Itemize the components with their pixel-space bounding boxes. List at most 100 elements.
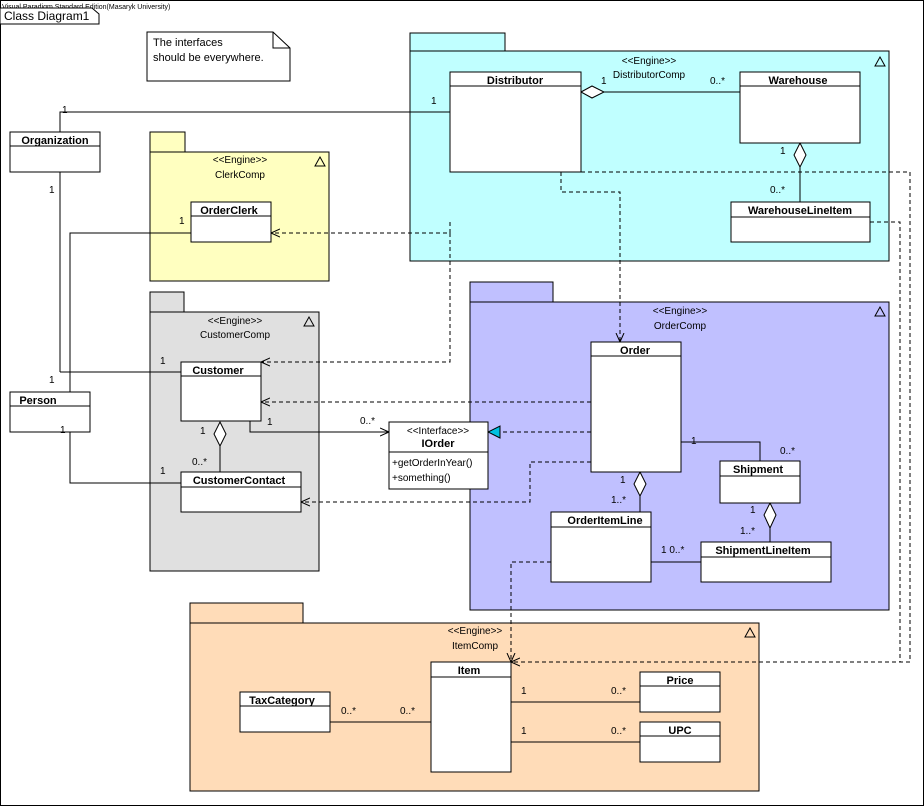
multiplicity: 0..* [780, 446, 795, 457]
customer-package-name: CustomerComp [200, 330, 270, 341]
multiplicity: 1 [601, 76, 607, 87]
dependencies [261, 171, 911, 662]
diamond-icon [633, 470, 647, 498]
package-triangle-icon [874, 55, 886, 67]
item-package-name: ItemComp [452, 641, 499, 652]
dep-order-customercontact[interactable] [301, 461, 591, 502]
class-order-clerk[interactable]: OrderClerk [190, 201, 272, 243]
class-customer[interactable]: Customer [180, 361, 262, 422]
class-price[interactable]: Price [639, 671, 721, 713]
class-name: Person [19, 395, 57, 407]
clerk-package-stereotype: <<Engine>> [213, 155, 268, 166]
note[interactable]: The interfaces should be everywhere. [146, 31, 291, 82]
multiplicity: 0..* [341, 706, 356, 717]
interface-operation: +something() [392, 473, 451, 484]
multiplicity: 1 [49, 375, 55, 386]
class-person[interactable]: Person [9, 391, 91, 433]
multiplicity: 0..* [400, 706, 415, 717]
multiplicity: 1 [179, 216, 185, 227]
multiplicity: 1 [691, 436, 697, 447]
package-clerk-comp[interactable]: <<Engine>> ClerkComp [149, 131, 330, 282]
package-triangle-icon [744, 626, 756, 638]
diagram-tab[interactable] [0, 7, 100, 25]
associations [59, 91, 801, 743]
class-name: Customer [192, 365, 244, 377]
class-customer-contact[interactable]: CustomerContact [180, 471, 302, 513]
dep-distributor-order[interactable] [560, 172, 620, 342]
diamond-icon [763, 501, 777, 530]
distributor-package-name: DistributorComp [613, 70, 686, 81]
package-customer-comp[interactable]: <<Engine>> CustomerComp [149, 291, 320, 572]
multiplicity: 1..* [611, 495, 626, 506]
multiplicity: 1 [620, 475, 626, 486]
class-organization[interactable]: Organization [9, 131, 101, 173]
multiplicity-labels: 1 1 1 1 1 0..* 1 0..* 1 1 1 0..* 1 0..* … [49, 76, 795, 737]
class-name: Price [667, 675, 694, 687]
diagram-tab-label: Class Diagram1 [4, 9, 90, 23]
class-name: CustomerContact [193, 475, 286, 487]
class-warehouse-line-item[interactable]: WarehouseLineItem [730, 201, 871, 243]
multiplicity: 1 [431, 96, 437, 107]
class-name: WarehouseLineItem [748, 205, 852, 217]
class-name: ShipmentLineItem [715, 545, 811, 557]
dep-warehouselineitem-item[interactable] [870, 221, 901, 662]
class-upc[interactable]: UPC [639, 721, 721, 763]
class-name: Warehouse [769, 75, 828, 87]
dep-orderitemline-item[interactable] [511, 561, 551, 662]
class-shipment-line-item[interactable]: ShipmentLineItem [700, 541, 832, 583]
class-name: Shipment [733, 464, 783, 476]
multiplicity: 0..* [611, 726, 626, 737]
class-name: OrderClerk [200, 205, 258, 217]
interface-iorder[interactable]: <<Interface>> IOrder +getOrderInYear() +… [388, 421, 489, 490]
customer-package-stereotype: <<Engine>> [208, 316, 263, 327]
aggregation-diamonds [213, 85, 807, 530]
multiplicity: 0..* [770, 185, 785, 196]
multiplicity: 1 [521, 726, 527, 737]
assoc-customer-iorder[interactable] [249, 421, 389, 432]
class-name: Item [458, 665, 481, 677]
interface-operation: +getOrderInYear() [392, 458, 473, 469]
multiplicity: 0..* [710, 76, 725, 87]
class-name: Order [620, 345, 651, 357]
dep-distributor-item[interactable] [511, 171, 911, 662]
class-name: UPC [668, 725, 691, 737]
interface-stereotype: <<Interface>> [407, 426, 469, 437]
dep-distributor-customer[interactable] [261, 233, 451, 362]
multiplicity: 0..* [611, 686, 626, 697]
class-distributor[interactable]: Distributor [449, 71, 582, 173]
order-package-stereotype: <<Engine>> [653, 306, 708, 317]
class-shipment[interactable]: Shipment [719, 460, 801, 504]
multiplicity: 1 [49, 185, 55, 196]
multiplicity: 1 [62, 105, 68, 116]
multiplicity: 1 [60, 425, 66, 436]
assoc-person-orderclerk[interactable] [69, 232, 191, 392]
class-order-item-line[interactable]: OrderItemLine [550, 511, 652, 583]
diamond-icon [579, 85, 606, 99]
class-item[interactable]: Item [430, 661, 512, 773]
multiplicity: 1 [160, 466, 166, 477]
assoc-org-distributor[interactable] [59, 111, 450, 132]
package-triangle-icon [314, 155, 326, 167]
assoc-order-shipment[interactable] [681, 441, 761, 461]
package-triangle-icon [874, 305, 886, 317]
interface-name: IOrder [421, 438, 455, 450]
clerk-package-name: ClerkComp [215, 170, 265, 181]
multiplicity: 1..* [740, 526, 755, 537]
assoc-person-customercontact[interactable] [69, 432, 181, 484]
diamond-icon [213, 420, 227, 448]
class-name: Distributor [487, 75, 544, 87]
class-warehouse[interactable]: Warehouse [739, 71, 861, 144]
item-package-stereotype: <<Engine>> [448, 626, 503, 637]
class-tax-category[interactable]: TaxCategory [239, 691, 331, 733]
class-order[interactable]: Order [590, 341, 682, 473]
diamond-icon [793, 141, 807, 169]
multiplicity: 1 [780, 146, 786, 157]
note-line2: should be everywhere. [153, 52, 264, 64]
multiplicity: 1 0..* [661, 545, 684, 556]
package-triangle-icon [303, 315, 315, 327]
multiplicity: 1 [200, 426, 206, 437]
multiplicity: 1 [160, 356, 166, 367]
multiplicity: 0..* [360, 416, 375, 427]
class-name: TaxCategory [249, 695, 316, 707]
